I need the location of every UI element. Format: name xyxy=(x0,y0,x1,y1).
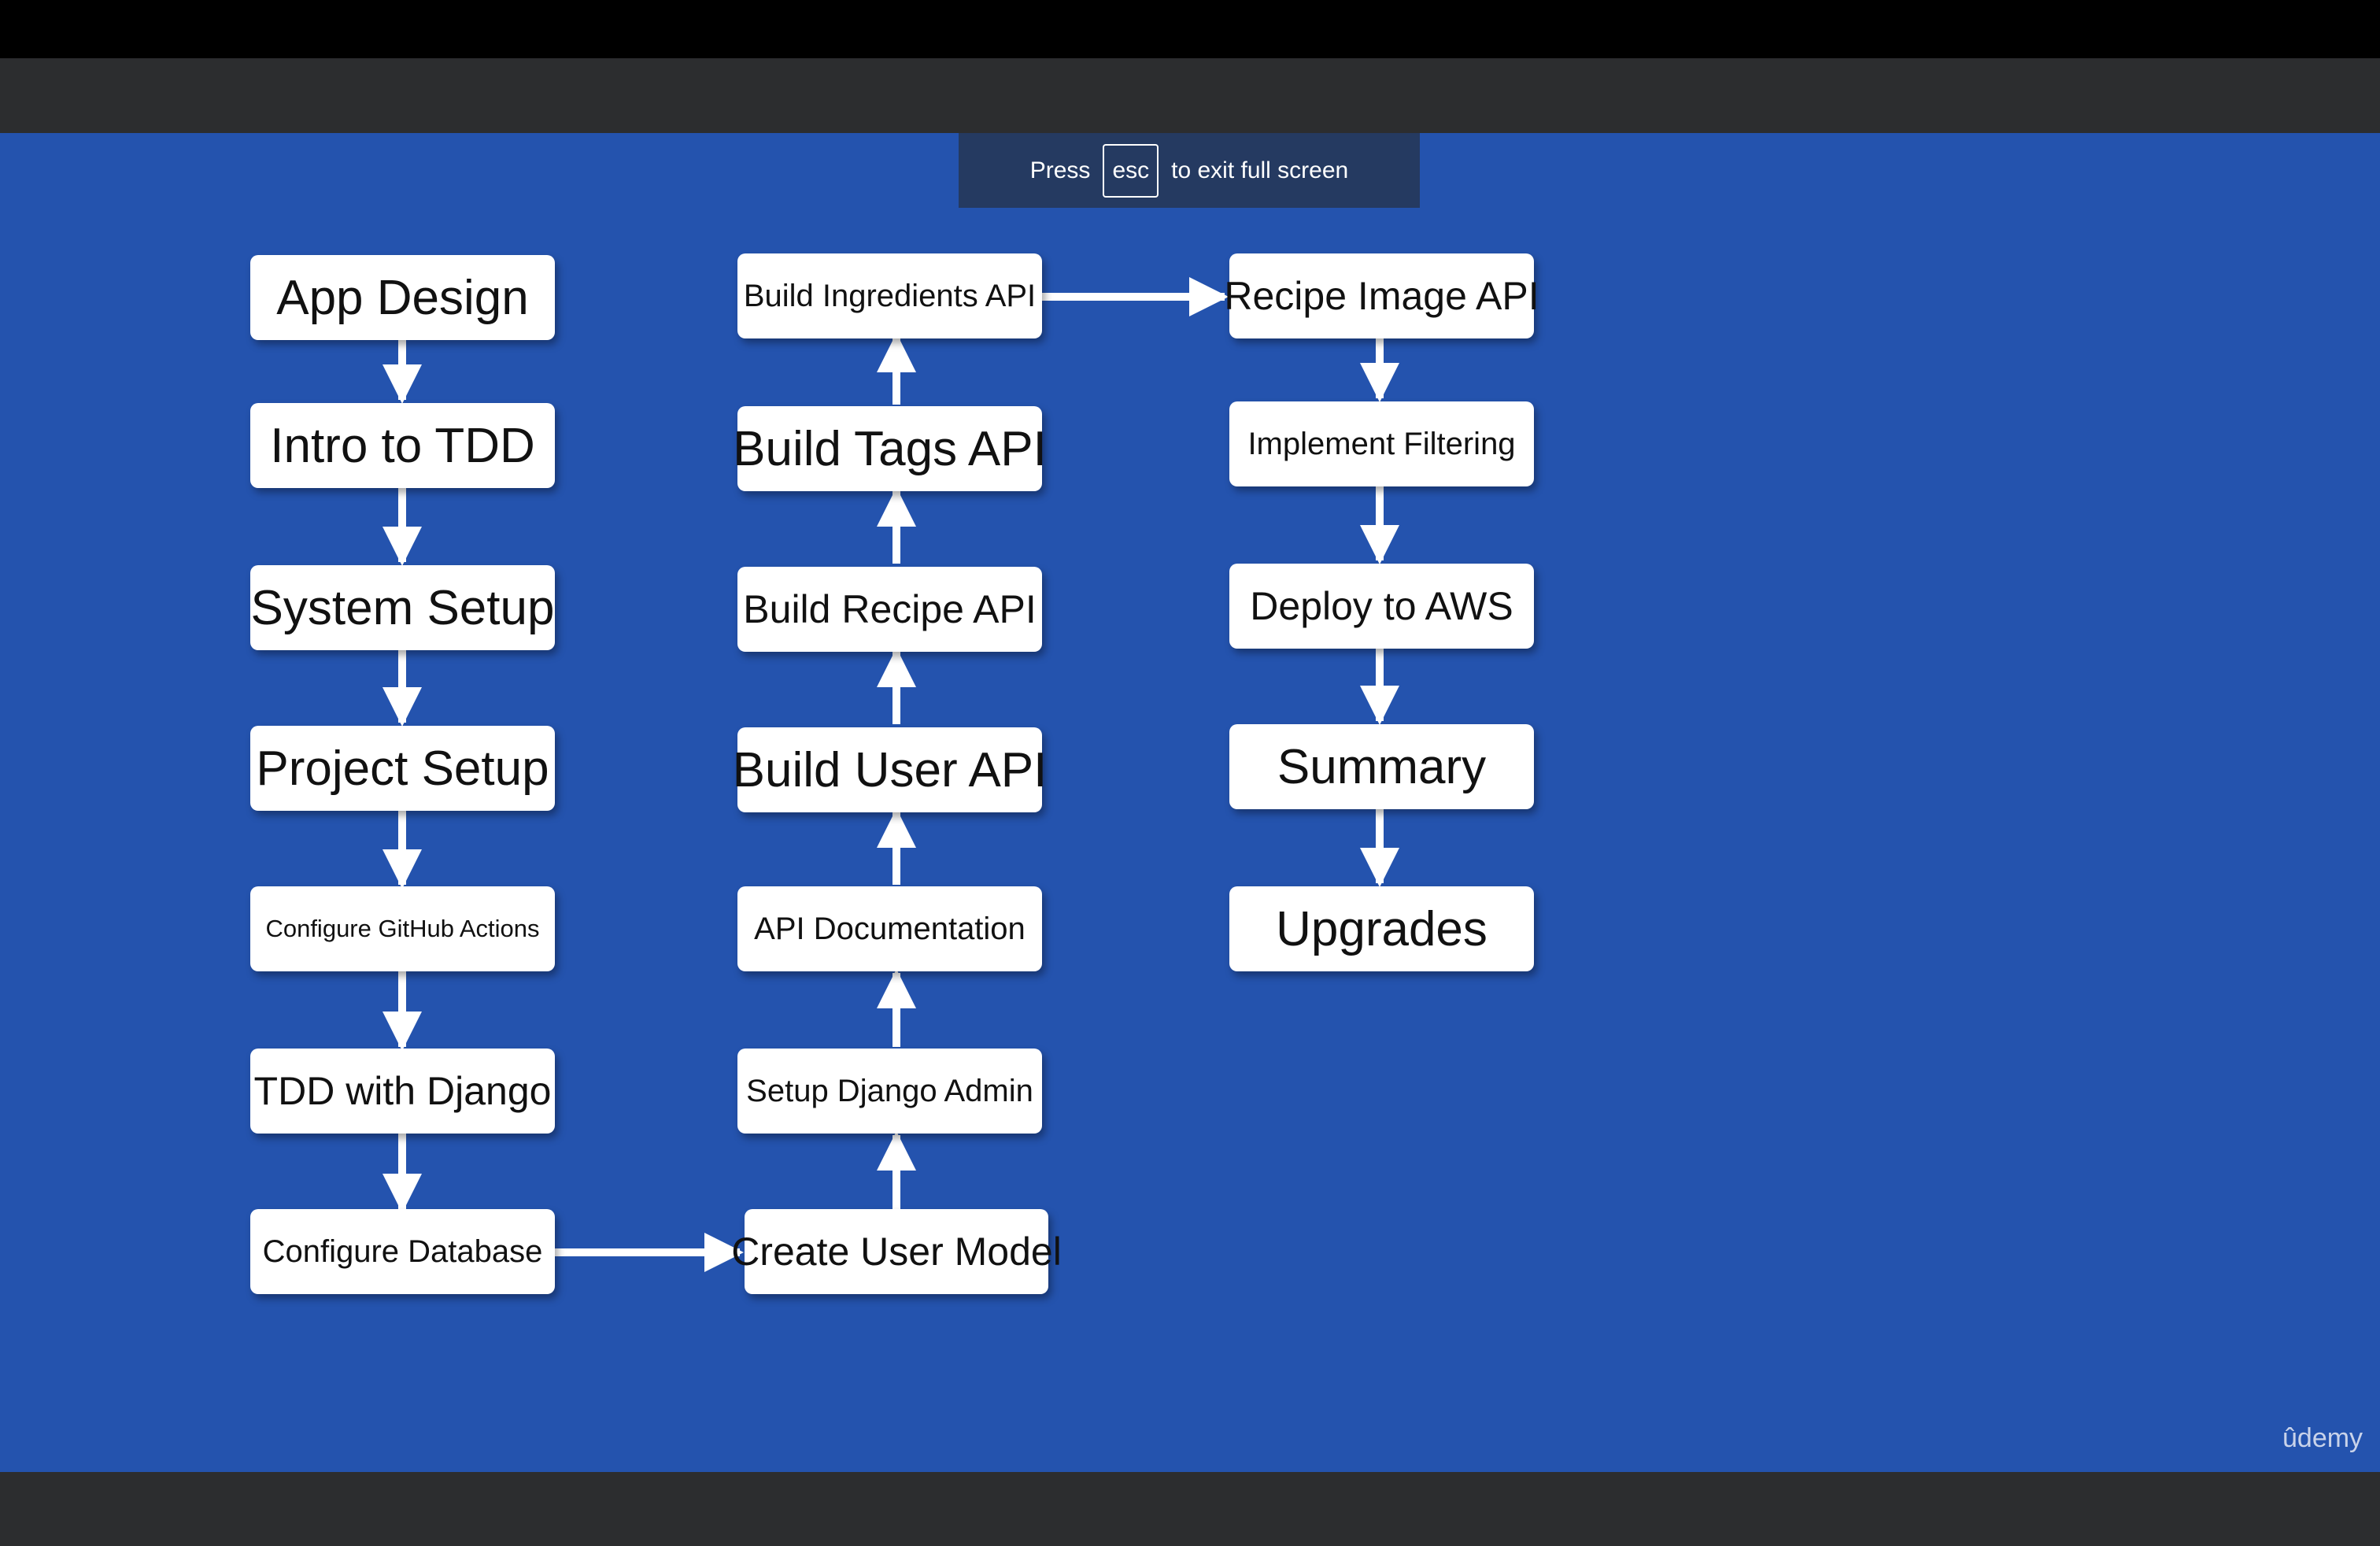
esc-key-badge: esc xyxy=(1103,143,1159,198)
step-build-ingredients-api: Build Ingredients API xyxy=(737,253,1042,338)
player-bottom-bar xyxy=(0,1472,2380,1546)
step-configure-database: Configure Database xyxy=(250,1209,555,1294)
udemy-logo: ûdemy xyxy=(2282,1423,2363,1453)
step-build-recipe-api: Build Recipe API xyxy=(737,567,1042,652)
banner-press-text: Press xyxy=(1029,157,1091,183)
step-create-user-model: Create User Model xyxy=(731,1209,1062,1294)
step-build-user-api: Build User API xyxy=(733,727,1047,812)
step-configure-github-actions: Configure GitHub Actions xyxy=(250,886,555,971)
banner-rest-text: to exit full screen xyxy=(1171,157,1349,183)
top-black-bar xyxy=(0,0,2380,58)
step-app-design: App Design xyxy=(250,255,555,340)
step-system-setup: System Setup xyxy=(250,565,555,650)
step-tdd-with-django: TDD with Django xyxy=(250,1049,555,1134)
step-project-setup: Project Setup xyxy=(250,726,555,811)
step-intro-to-tdd: Intro to TDD xyxy=(250,403,555,488)
step-upgrades: Upgrades xyxy=(1229,886,1534,971)
player-top-bar xyxy=(0,58,2380,133)
exit-fullscreen-banner: Press esc to exit full screen xyxy=(959,133,1420,208)
step-implement-filtering: Implement Filtering xyxy=(1229,401,1534,486)
step-deploy-to-aws: Deploy to AWS xyxy=(1229,564,1534,649)
step-build-tags-api: Build Tags API xyxy=(733,406,1047,491)
step-setup-django-admin: Setup Django Admin xyxy=(737,1049,1042,1134)
step-recipe-image-api: Recipe Image API xyxy=(1224,253,1539,338)
step-api-documentation: API Documentation xyxy=(737,886,1042,971)
step-summary: Summary xyxy=(1229,724,1534,809)
